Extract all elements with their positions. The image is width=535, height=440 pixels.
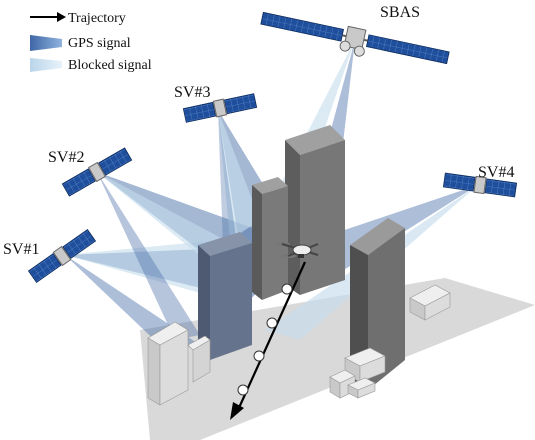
satellite-sv1 xyxy=(27,229,97,283)
building-right xyxy=(350,218,405,390)
legend-gps-label: GPS signal xyxy=(68,36,131,51)
trajectory-line xyxy=(236,261,307,411)
sv1-gps-beam-2 xyxy=(65,255,200,350)
label-sv4: SV#4 xyxy=(478,164,514,181)
building-tall-center xyxy=(285,125,345,295)
label-sbas: SBAS xyxy=(380,4,420,21)
satellite-sv4 xyxy=(442,172,518,198)
legend-blocked-label: Blocked signal xyxy=(68,58,152,73)
waypoint xyxy=(266,317,278,329)
label-sv2: SV#2 xyxy=(48,149,84,166)
sv2-blocked-beam xyxy=(97,172,225,260)
trajectory xyxy=(230,261,307,420)
legend-blocked: Blocked signal xyxy=(30,58,152,73)
building-mid-back xyxy=(252,177,288,300)
waypoint xyxy=(237,384,249,396)
building-front-left xyxy=(198,232,252,360)
label-sv3: SV#3 xyxy=(174,84,210,101)
building-small-right xyxy=(329,284,451,399)
waypoint xyxy=(281,283,293,295)
sv2-gps-beam-2 xyxy=(97,172,200,340)
building-small-left xyxy=(147,321,211,406)
legend-gps: GPS signal xyxy=(30,35,131,51)
buildings xyxy=(147,125,451,406)
satellite-sv3 xyxy=(182,93,258,123)
satellite-sbas xyxy=(260,11,450,65)
drone-icon xyxy=(274,242,330,258)
trajectory-arrowhead xyxy=(230,402,244,420)
satellite-sv2 xyxy=(61,147,133,197)
sv3-blocked-beam xyxy=(218,110,260,240)
legend-trajectory: Trajectory xyxy=(30,11,126,26)
sv1-blocked-beam xyxy=(65,240,225,300)
legend-trajectory-label: Trajectory xyxy=(68,11,126,26)
label-sv1: SV#1 xyxy=(3,241,39,258)
legend: Trajectory GPS signal Blocked signal xyxy=(30,11,152,73)
waypoint xyxy=(253,350,265,362)
